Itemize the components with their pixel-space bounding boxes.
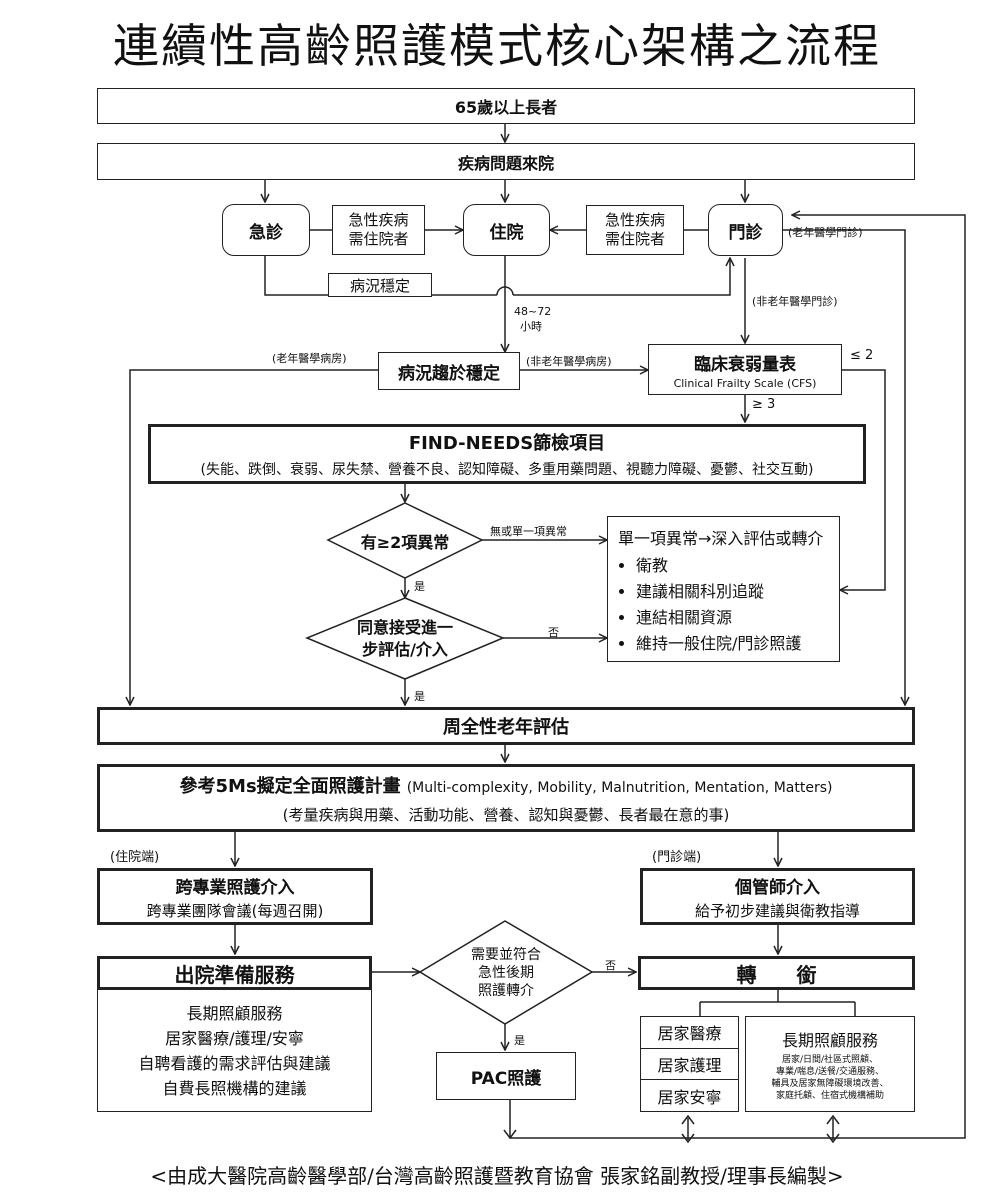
opd-box: 門診 xyxy=(708,204,783,256)
single-abnormal-list: 衛教 建議相關科別追蹤 連結相關資源 維持一般住院/門診照護 xyxy=(618,553,829,657)
elder-box: 65歲以上長者 xyxy=(97,88,915,124)
hours-unit: 小時 xyxy=(520,320,542,333)
abnormal-question: 有≥2項異常 xyxy=(360,532,450,552)
hours-label: 48~72 小時 xyxy=(514,304,551,334)
home-care-box: 居家醫療 居家護理 居家安寧 xyxy=(640,1016,739,1112)
admit-box: 住院 xyxy=(463,204,550,256)
care-plan-sub: (考量疾病與用藥、活動功能、營養、認知與憂鬱、長者最在意的事) xyxy=(282,805,730,824)
outpatient-label: (門診端) xyxy=(652,850,702,865)
list-item: 維持一般住院/門診照護 xyxy=(636,631,829,657)
transfer-box: 轉 銜 xyxy=(638,956,915,990)
no-label-1: 否 xyxy=(548,626,559,639)
non-geri-ward-label: (非老年醫學病房) xyxy=(526,355,612,368)
ltc-line1: 居家/日間/社區式照顧、 xyxy=(781,1054,879,1065)
home-nursing: 居家護理 xyxy=(641,1049,738,1081)
interprofessional-title: 跨專業照護介入 xyxy=(175,877,295,898)
non-geri-opd-label: (非老年醫學門診) xyxy=(752,295,838,308)
yes-label-1: 是 xyxy=(414,580,425,593)
care-plan-title: 參考5Ms擬定全面照護計畫 xyxy=(179,775,401,797)
yes-label-2: 是 xyxy=(414,690,425,703)
list-item: 長期照顧服務 xyxy=(186,1003,283,1023)
agree-line1: 同意接受進一 xyxy=(356,617,453,637)
opd-note-line1: 急性疾病 xyxy=(604,211,665,229)
pac-question-line1: 需要並符合 xyxy=(471,946,541,963)
list-item: 連結相關資源 xyxy=(636,605,829,631)
inpatient-label: (住院端) xyxy=(110,850,160,865)
single-abnormal-box: 單一項異常→深入評估或轉介 衛教 建議相關科別追蹤 連結相關資源 維持一般住院/… xyxy=(607,516,840,662)
agree-question: 同意接受進一 步評估/介入 xyxy=(307,598,503,679)
discharge-box: 出院準備服務 xyxy=(97,956,372,990)
trend-stable-box: 病況趨於穩定 xyxy=(378,352,520,390)
geri-ward-label: (老年醫學病房) xyxy=(272,352,347,365)
disease-box: 疾病問題來院 xyxy=(97,143,915,180)
case-manager-title: 個管師介入 xyxy=(735,877,820,898)
pac-box: PAC照護 xyxy=(436,1052,576,1100)
er-acute-note: 急性疾病 需住院者 xyxy=(332,205,425,255)
agree-line2: 步評估/介入 xyxy=(362,639,448,659)
pac-question-line3: 照護轉介 xyxy=(478,982,534,999)
er-note-line2: 需住院者 xyxy=(348,230,409,248)
ltc-line4: 家庭托顧、住宿式機構補助 xyxy=(775,1090,884,1101)
hours-value: 48~72 xyxy=(514,305,552,318)
cfs-le2-label: ≤ 2 xyxy=(850,348,874,363)
list-item: 居家醫療/護理/安寧 xyxy=(165,1028,304,1048)
ltc-box: 長期照顧服務 居家/日間/社區式照顧、 專業/喘息/送餐/交通服務、 輔具及居家… xyxy=(745,1016,915,1112)
cfs-ge3-label: ≥ 3 xyxy=(752,397,776,412)
pac-question: 需要並符合 急性後期 照護轉介 xyxy=(420,921,592,1024)
cga-box: 周全性老年評估 xyxy=(97,707,915,745)
home-medical: 居家醫療 xyxy=(641,1017,738,1049)
no-label-2: 否 xyxy=(605,959,616,972)
find-needs-title: FIND-NEEDS篩檢項目 xyxy=(408,433,606,454)
discharge-list: 長期照顧服務 居家醫療/護理/安寧 自聘看護的需求評估與建議 自費長照機構的建議 xyxy=(97,990,372,1112)
ltc-line2: 專業/喘息/送餐/交通服務、 xyxy=(775,1066,885,1077)
ltc-title: 長期照顧服務 xyxy=(781,1030,878,1050)
list-item: 衛教 xyxy=(636,553,829,579)
pac-question-line2: 急性後期 xyxy=(478,964,534,981)
interprofessional-box: 跨專業照護介入 跨專業團隊會議(每週召開) xyxy=(97,868,373,925)
yes-label-3: 是 xyxy=(514,1034,525,1047)
case-manager-sub: 給予初步建議與衛教指導 xyxy=(694,901,860,920)
list-item: 建議相關科別追蹤 xyxy=(636,579,829,605)
home-hospice: 居家安寧 xyxy=(657,1087,722,1107)
page-title: 連續性高齡照護模式核心架構之流程 xyxy=(113,19,881,73)
geri-opd-label: (老年醫學門診) xyxy=(788,226,863,239)
ltc-line3: 輔具及居家無障礙環境改善、 xyxy=(771,1078,889,1089)
single-abnormal-title: 單一項異常→深入評估或轉介 xyxy=(618,529,824,548)
find-needs-items: (失能、跌倒、衰弱、尿失禁、營養不良、認知障礙、多重用藥問題、視聽力障礙、憂鬱、… xyxy=(200,462,814,478)
stable-box: 病況穩定 xyxy=(328,273,432,297)
cfs-title: 臨床衰弱量表 xyxy=(694,354,796,375)
interprofessional-sub: 跨專業團隊會議(每週召開) xyxy=(146,901,324,920)
case-manager-box: 個管師介入 給予初步建議與衛教指導 xyxy=(640,868,915,925)
cfs-box: 臨床衰弱量表 Clinical Frailty Scale (CFS) xyxy=(648,344,842,395)
find-needs-box: FIND-NEEDS篩檢項目 (失能、跌倒、衰弱、尿失禁、營養不良、認知障礙、多… xyxy=(148,424,866,484)
none-or-one-label: 無或單一項異常 xyxy=(490,525,567,538)
list-item: 自聘看護的需求評估與建議 xyxy=(138,1053,331,1073)
opd-acute-note: 急性疾病 需住院者 xyxy=(586,205,684,255)
care-plan-5ms: (Multi-complexity, Mobility, Malnutritio… xyxy=(406,779,833,796)
list-item: 自費長照機構的建議 xyxy=(162,1078,307,1098)
opd-note-line2: 需住院者 xyxy=(604,230,665,248)
cfs-subtitle: Clinical Frailty Scale (CFS) xyxy=(673,376,817,390)
er-box: 急診 xyxy=(222,204,310,256)
footer-credit: <由成大醫院高齡醫學部/台灣高齡照護暨教育協會 張家銘副教授/理事長編製> xyxy=(150,1164,844,1188)
er-note-line1: 急性疾病 xyxy=(348,211,409,229)
care-plan-box: 參考5Ms擬定全面照護計畫 (Multi-complexity, Mobility… xyxy=(97,764,915,832)
